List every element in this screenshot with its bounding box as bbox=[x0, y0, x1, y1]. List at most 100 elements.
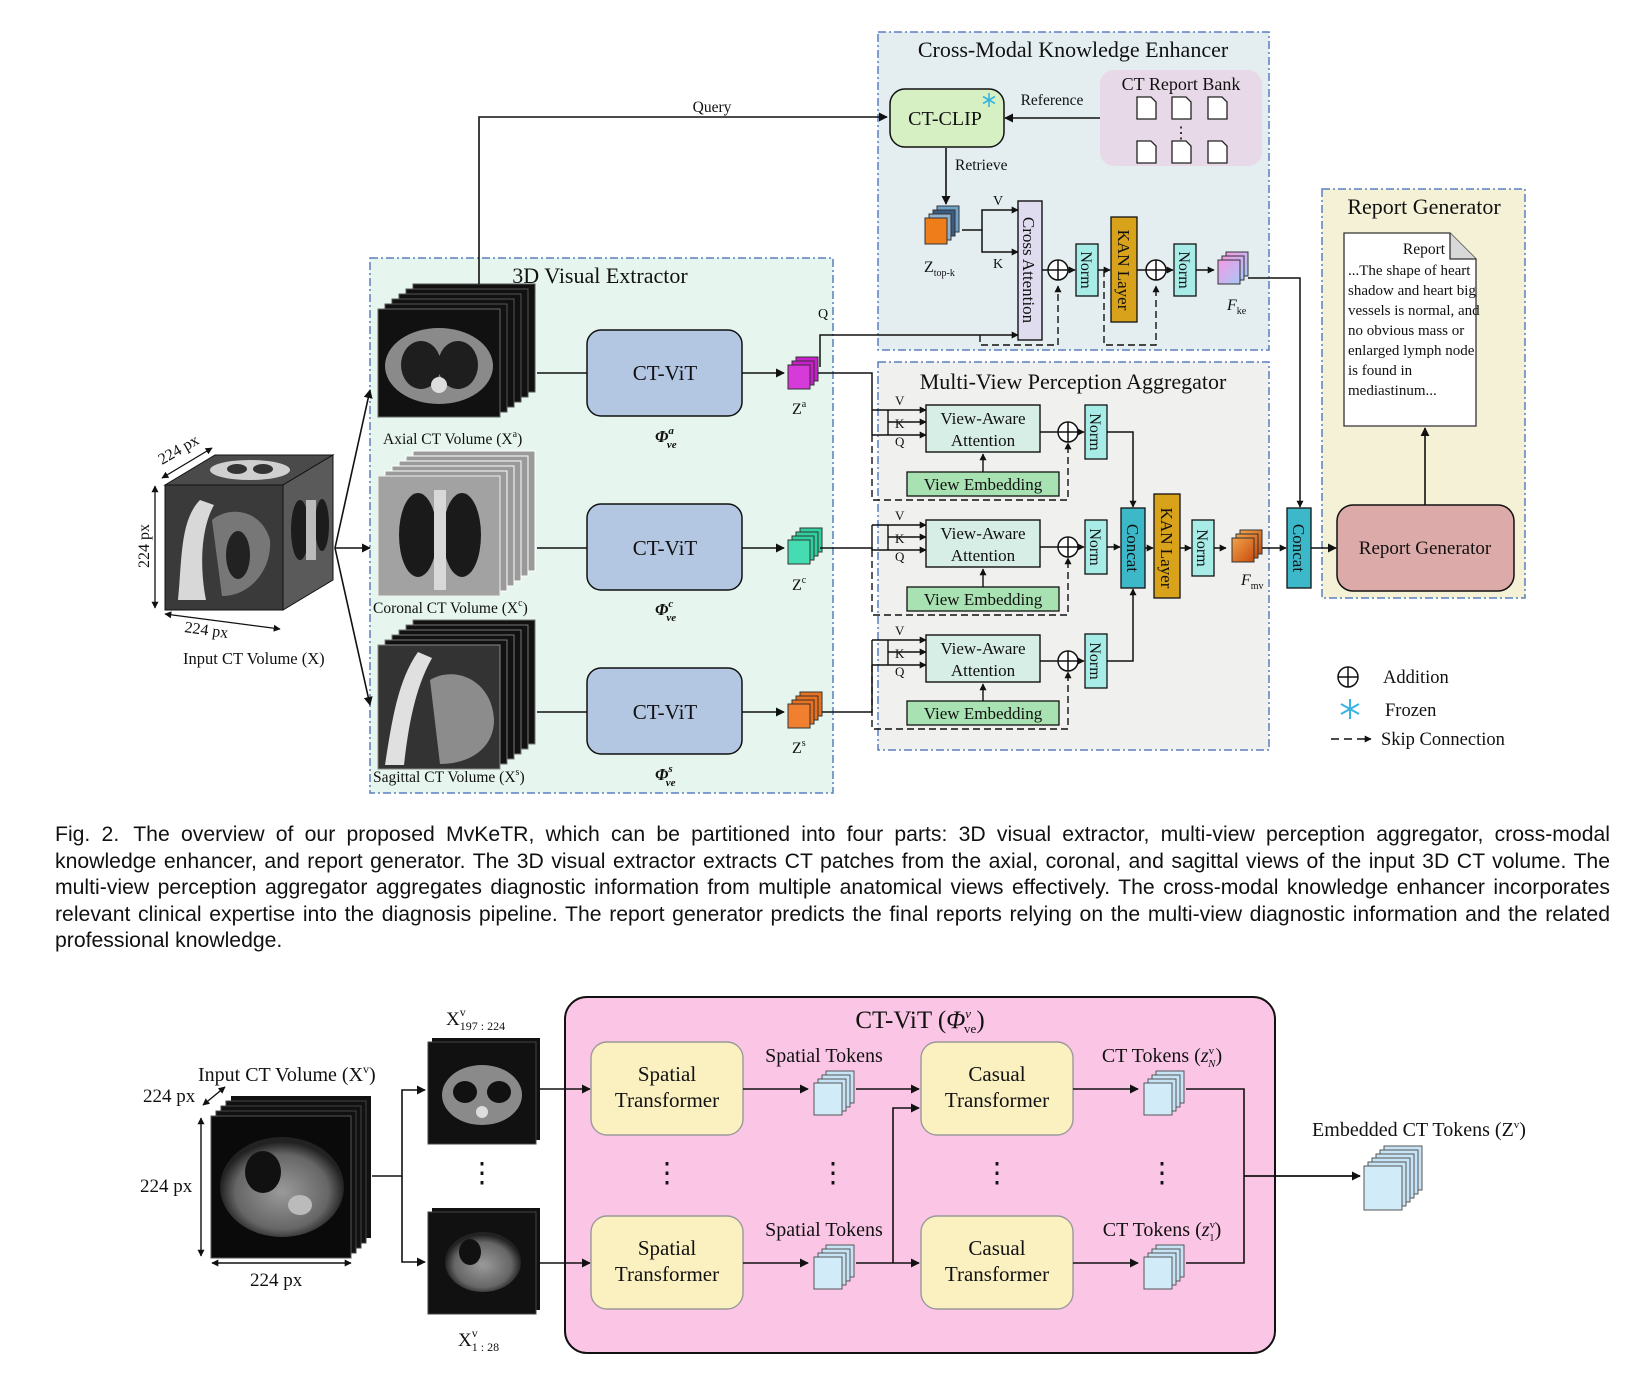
agg-norm-label: Norm bbox=[1193, 529, 1210, 567]
agg3-k-label: K bbox=[895, 646, 905, 661]
token-ztopk bbox=[924, 205, 960, 245]
agg3-att2: Attention bbox=[951, 661, 1016, 680]
agg-kan-label: KAN Layer bbox=[1157, 508, 1176, 589]
slice-dots: ⋮ bbox=[468, 1158, 496, 1189]
report-line-7: mediastinum... bbox=[1348, 383, 1437, 399]
agg2-v-label: V bbox=[895, 508, 905, 523]
agg1-q-label: Q bbox=[895, 434, 905, 449]
agg3-norm-label: Norm bbox=[1086, 642, 1103, 680]
ct-vit-coronal-label: CT-ViT bbox=[633, 536, 698, 560]
label-q-ca: Q bbox=[818, 307, 828, 322]
frozen-snowflake-icon bbox=[982, 93, 996, 107]
input-ct-label: Input CT Volume (X) bbox=[183, 649, 325, 668]
knowledge-enhancer-title: Cross-Modal Knowledge Enhancer bbox=[918, 37, 1229, 62]
sagittal-stack bbox=[377, 619, 536, 770]
norm-ke-2-label: Norm bbox=[1175, 251, 1192, 289]
report-line-5: enlarged lymph node bbox=[1348, 343, 1475, 359]
axial-stack bbox=[377, 283, 536, 418]
agg1-k-label: K bbox=[895, 416, 905, 431]
bank-dots: ⋮ bbox=[1173, 125, 1189, 142]
cube-dim-bottom: 224 px bbox=[183, 619, 229, 642]
agg2-emb-label: View Embedding bbox=[924, 590, 1043, 609]
report-title: Report bbox=[1403, 241, 1446, 258]
bottom-input-volume bbox=[210, 1096, 371, 1259]
agg-kan bbox=[1153, 493, 1181, 599]
casual-bottom-1: Casual bbox=[968, 1236, 1025, 1260]
agg2-q-label: Q bbox=[895, 549, 905, 564]
agg2-norm-label: Norm bbox=[1086, 528, 1103, 566]
agg2-skip bbox=[871, 550, 1072, 616]
legend-frozen: Frozen bbox=[1385, 701, 1436, 721]
agg2-attention bbox=[925, 519, 1041, 568]
agg1-att2: Attention bbox=[951, 431, 1016, 450]
agg3-vline bbox=[871, 640, 889, 665]
report-line-1: ...The shape of heart bbox=[1348, 263, 1471, 279]
agg-concat-label: Concat bbox=[1123, 524, 1142, 572]
arrow-cube-to-sagittal bbox=[334, 547, 373, 706]
skip-ke-2 bbox=[1103, 270, 1160, 346]
agg2-att2: Attention bbox=[951, 546, 1016, 565]
ct-token-top bbox=[1143, 1070, 1185, 1116]
link-cross-up bbox=[892, 1103, 920, 1263]
token-zc bbox=[787, 527, 823, 565]
final-concat-label: Concat bbox=[1289, 524, 1308, 572]
spatial-top-2: Transformer bbox=[615, 1088, 719, 1112]
casual-top-1: Casual bbox=[968, 1062, 1025, 1086]
label-zs: Zs bbox=[792, 738, 806, 757]
agg1-norm-label: Norm bbox=[1086, 413, 1103, 451]
coronal-stack bbox=[377, 450, 536, 597]
ct-token-bottom bbox=[1143, 1244, 1185, 1290]
agg-concat bbox=[1120, 507, 1146, 589]
bottom-dim-left: 224 px bbox=[140, 1176, 193, 1197]
bottom-split bbox=[372, 1085, 426, 1177]
query-label: Query bbox=[693, 99, 732, 116]
reference-label: Reference bbox=[1021, 92, 1084, 109]
spatial-bottom-1: Spatial bbox=[638, 1236, 696, 1260]
arrow-cube-to-axial bbox=[334, 389, 373, 549]
kan-ke-label: KAN Layer bbox=[1114, 230, 1133, 311]
ct-vit-axial-label: CT-ViT bbox=[633, 361, 698, 385]
ct-clip-box bbox=[889, 88, 1005, 148]
report-generator-title: Report Generator bbox=[1347, 194, 1501, 219]
ct-vit-sagittal bbox=[586, 667, 743, 755]
coronal-label: Coronal CT Volume (Xc) bbox=[373, 598, 528, 617]
cross-attention-box bbox=[1017, 200, 1043, 341]
figure-label: Fig. 2. bbox=[55, 823, 120, 846]
agg3-attention bbox=[925, 634, 1041, 683]
document-icons bbox=[1136, 96, 1228, 164]
label-k-ca: K bbox=[993, 257, 1003, 272]
bottom-input-label: Input CT Volume (Xv) bbox=[198, 1062, 376, 1086]
legend-addition: Addition bbox=[1383, 668, 1449, 688]
agg1-v-label: V bbox=[895, 393, 905, 408]
agg3-q-label: Q bbox=[895, 664, 905, 679]
agg3-v-label: V bbox=[895, 623, 905, 638]
agg2-embedding bbox=[906, 586, 1060, 612]
agg1-emb-label: View Embedding bbox=[924, 475, 1043, 494]
token-fmv bbox=[1231, 529, 1263, 563]
add-icon-ke-2 bbox=[1145, 259, 1167, 281]
report-document bbox=[1343, 232, 1477, 427]
figure-caption: Fig. 2.The overview of our proposed MvKe… bbox=[55, 822, 1610, 955]
label-za: Za bbox=[792, 399, 807, 418]
kan-ke bbox=[1110, 216, 1138, 323]
spatial-token-dots: ⋮ bbox=[819, 1158, 847, 1189]
input-ct-cube bbox=[163, 454, 335, 611]
report-line-4: no obvious mass or bbox=[1348, 323, 1464, 339]
legend-frozen-icon bbox=[1340, 699, 1360, 719]
bottom-dim-side-line bbox=[202, 1086, 226, 1106]
bottom-split-low bbox=[401, 1176, 426, 1267]
cube-dim-bottom-line bbox=[164, 611, 281, 632]
report-generator-box-label: Report Generator bbox=[1359, 538, 1492, 559]
bottom-dim-bottom: 224 px bbox=[250, 1270, 303, 1291]
label-fmv: Fmv bbox=[1240, 572, 1264, 592]
report-document-fold bbox=[1449, 233, 1476, 260]
slice-top bbox=[427, 1038, 540, 1145]
token-fke bbox=[1217, 251, 1249, 285]
arrow-query bbox=[478, 112, 888, 284]
